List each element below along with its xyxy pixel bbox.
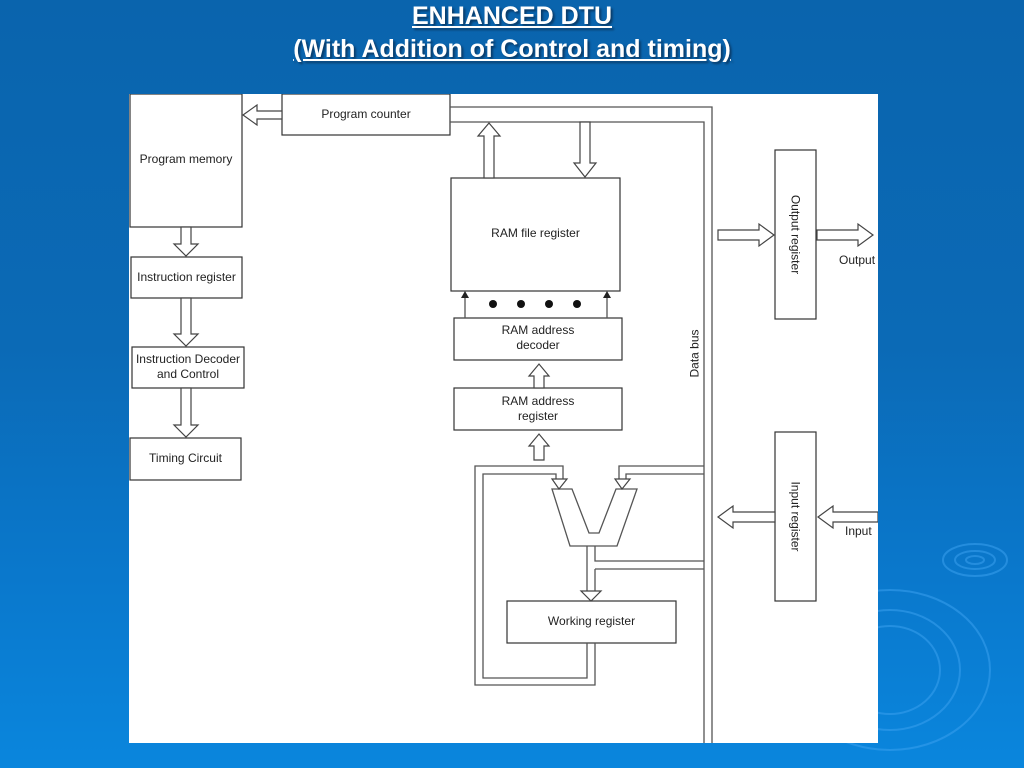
arrow-mux-right-in [613, 478, 632, 491]
arrow-ram-to-bus [476, 122, 502, 179]
data-bus-outer [450, 106, 713, 743]
arrow-memory-to-ir [172, 226, 200, 257]
instruction-decoder-label-1: Instruction Decoder [135, 352, 241, 366]
ram-address-decoder-label-2: decoder [516, 338, 560, 352]
ram-address-decoder-box [453, 317, 623, 361]
arrow-pc-to-memory [241, 103, 283, 127]
program-counter-label: Program counter [321, 107, 411, 121]
timing-circuit-label: Timing Circuit [149, 451, 222, 465]
ram-file-register-label: RAM file register [491, 226, 580, 240]
arrow-ir-to-decoder [172, 297, 200, 347]
arrow-decoder-to-timing [172, 387, 200, 438]
program-counter-box [281, 94, 451, 136]
input-register-box [774, 431, 817, 602]
arrow-bus-to-ram [572, 121, 598, 178]
output-register-box [774, 149, 817, 320]
bus-to-mux-outer [618, 465, 704, 479]
program-memory-label: Program memory [139, 152, 233, 166]
ram-address-register-box [453, 387, 623, 431]
ram-address-decoder-label-1: RAM address [501, 323, 575, 337]
output-label: Output [839, 253, 876, 267]
slide-title: ENHANCED DTU [412, 2, 612, 30]
arrow-mux-left-in [550, 478, 569, 491]
program-memory-box [129, 94, 243, 228]
feedback-loop-outer [474, 465, 596, 686]
block-diagram: Program counter Program memory Instructi… [129, 94, 878, 743]
input-register-label: Input register [788, 481, 803, 552]
arrow-output-out [816, 222, 875, 248]
instruction-register-label: Instruction register [137, 270, 236, 284]
diagram-lines [129, 94, 878, 743]
ram-file-register-box [450, 177, 621, 292]
arrow-input-to-bus [716, 504, 776, 530]
ram-address-register-label-2: register [517, 409, 558, 423]
output-register-label: Output register [788, 194, 803, 275]
data-bus-label: Data bus [687, 329, 702, 378]
ellipsis-dots [489, 300, 581, 308]
arrow-bus-to-output [717, 222, 776, 248]
working-register-label: Working register [547, 614, 636, 628]
arrow-into-addr-reg [527, 433, 551, 461]
feedback-loop-inner [482, 473, 588, 679]
arrow-input-in [816, 504, 878, 530]
mux-shape [551, 488, 638, 547]
timing-circuit-box [129, 437, 242, 481]
slide-subtitle: (With Addition of Control and timing) [293, 35, 731, 63]
instruction-decoder-label-2: and Control [156, 367, 220, 381]
arrow-addr-reg-to-decoder [527, 363, 551, 389]
ram-address-register-label-1: RAM address [501, 394, 575, 408]
mux-to-bus-upper [594, 546, 704, 562]
input-label: Input [845, 524, 872, 538]
arrow-into-working [579, 590, 603, 602]
data-bus-inner [450, 121, 705, 743]
bus-to-mux-inner [625, 473, 704, 479]
